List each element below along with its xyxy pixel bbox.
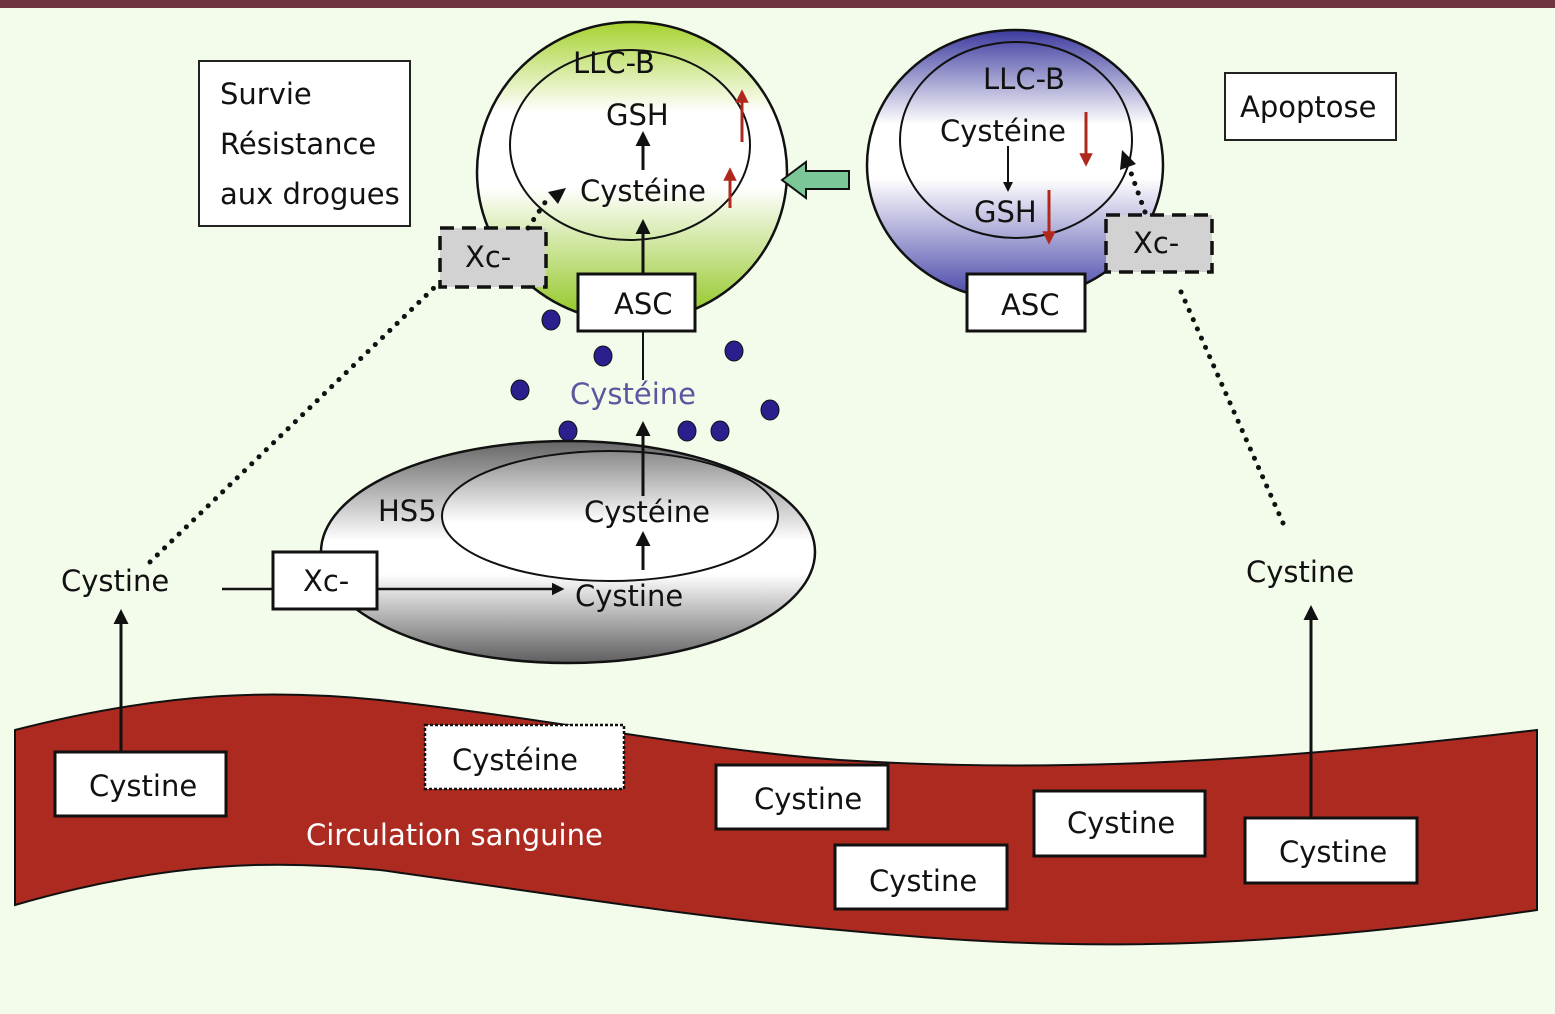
cysteine-dot bbox=[710, 420, 730, 442]
dotted-path-blue-inner bbox=[1127, 167, 1148, 215]
blood-cystine-label: Cystine bbox=[754, 782, 862, 816]
green-cell-name: LLC-B bbox=[573, 46, 655, 80]
green-xc-label: Xc- bbox=[465, 240, 511, 274]
green-cell-asc-transporter: ASC bbox=[576, 272, 697, 333]
blue-cell-gsh: GSH bbox=[974, 195, 1037, 229]
cysteine-dot bbox=[593, 345, 613, 367]
hs5-label: HS5 bbox=[378, 494, 437, 528]
stromal-cell-hs5: HS5 Cystéine Cystine bbox=[319, 421, 817, 665]
blood-cystine-box-5: Cystine bbox=[1243, 816, 1419, 885]
green-cell-gsh: GSH bbox=[606, 98, 669, 132]
blue-asc-label: ASC bbox=[1001, 288, 1060, 322]
blue-cell-cysteine: Cystéine bbox=[940, 114, 1066, 148]
blood-cystine-label: Cystine bbox=[89, 769, 197, 803]
blue-xc-label: Xc- bbox=[1133, 226, 1179, 260]
blood-cystine-label: Cystine bbox=[1279, 835, 1387, 869]
dotted-arrowhead-blue bbox=[1120, 150, 1136, 170]
extracellular-cysteine-label: Cystéine bbox=[570, 377, 696, 411]
dotted-path-right bbox=[1175, 282, 1286, 526]
apoptosis-box: Apoptose bbox=[1224, 72, 1397, 141]
blood-cystine-box-3: Cystine bbox=[833, 843, 1009, 911]
green-cell-cysteine: Cystéine bbox=[580, 174, 706, 208]
blood-cystine-box-1: Cystine bbox=[53, 750, 228, 818]
cysteine-dot bbox=[760, 399, 780, 421]
blood-cystine-box-2: Cystine bbox=[714, 763, 890, 831]
survival-line-3: aux drogues bbox=[220, 177, 400, 211]
dotted-arrowhead-green bbox=[548, 188, 566, 204]
left-cystine-label: Cystine bbox=[61, 564, 169, 598]
blood-cystine-label: Cystine bbox=[1067, 806, 1175, 840]
survival-box: Survie Résistance aux drogues bbox=[198, 60, 411, 227]
green-asc-label: ASC bbox=[614, 287, 673, 321]
survival-line-2: Résistance bbox=[220, 127, 376, 161]
blood-cysteine-label: Cystéine bbox=[452, 743, 578, 777]
blue-cell-name: LLC-B bbox=[983, 62, 1065, 96]
dotted-path-left bbox=[147, 279, 443, 565]
cysteine-dot bbox=[558, 420, 578, 442]
hs5-xc-label: Xc- bbox=[303, 564, 349, 598]
right-cystine-label: Cystine bbox=[1246, 555, 1354, 589]
blue-cell-asc-transporter: ASC bbox=[965, 272, 1087, 333]
transfer-arrow bbox=[780, 160, 850, 200]
blue-cell-xc-transporter: Xc- bbox=[1104, 213, 1214, 274]
green-cell-xc-transporter: Xc- bbox=[438, 226, 548, 289]
hs5-cysteine: Cystéine bbox=[584, 495, 710, 529]
cysteine-dot bbox=[510, 379, 530, 401]
survival-line-1: Survie bbox=[220, 77, 312, 111]
hs5-cystine: Cystine bbox=[575, 579, 683, 613]
blood-cystine-box-4: Cystine bbox=[1032, 789, 1207, 858]
apoptosis-label: Apoptose bbox=[1240, 90, 1376, 124]
dotted-path-green-inner bbox=[525, 195, 551, 231]
cysteine-dot bbox=[541, 309, 561, 331]
blood-cystine-label: Cystine bbox=[869, 864, 977, 898]
cysteine-dots bbox=[510, 309, 780, 442]
top-bar bbox=[0, 0, 1555, 8]
cysteine-dot bbox=[677, 420, 697, 442]
hs5-xc-transporter: Xc- bbox=[271, 550, 379, 611]
blood-cysteine-box: Cystéine bbox=[423, 723, 626, 791]
cysteine-dot bbox=[724, 340, 744, 362]
blood-circulation-label: Circulation sanguine bbox=[306, 818, 603, 852]
